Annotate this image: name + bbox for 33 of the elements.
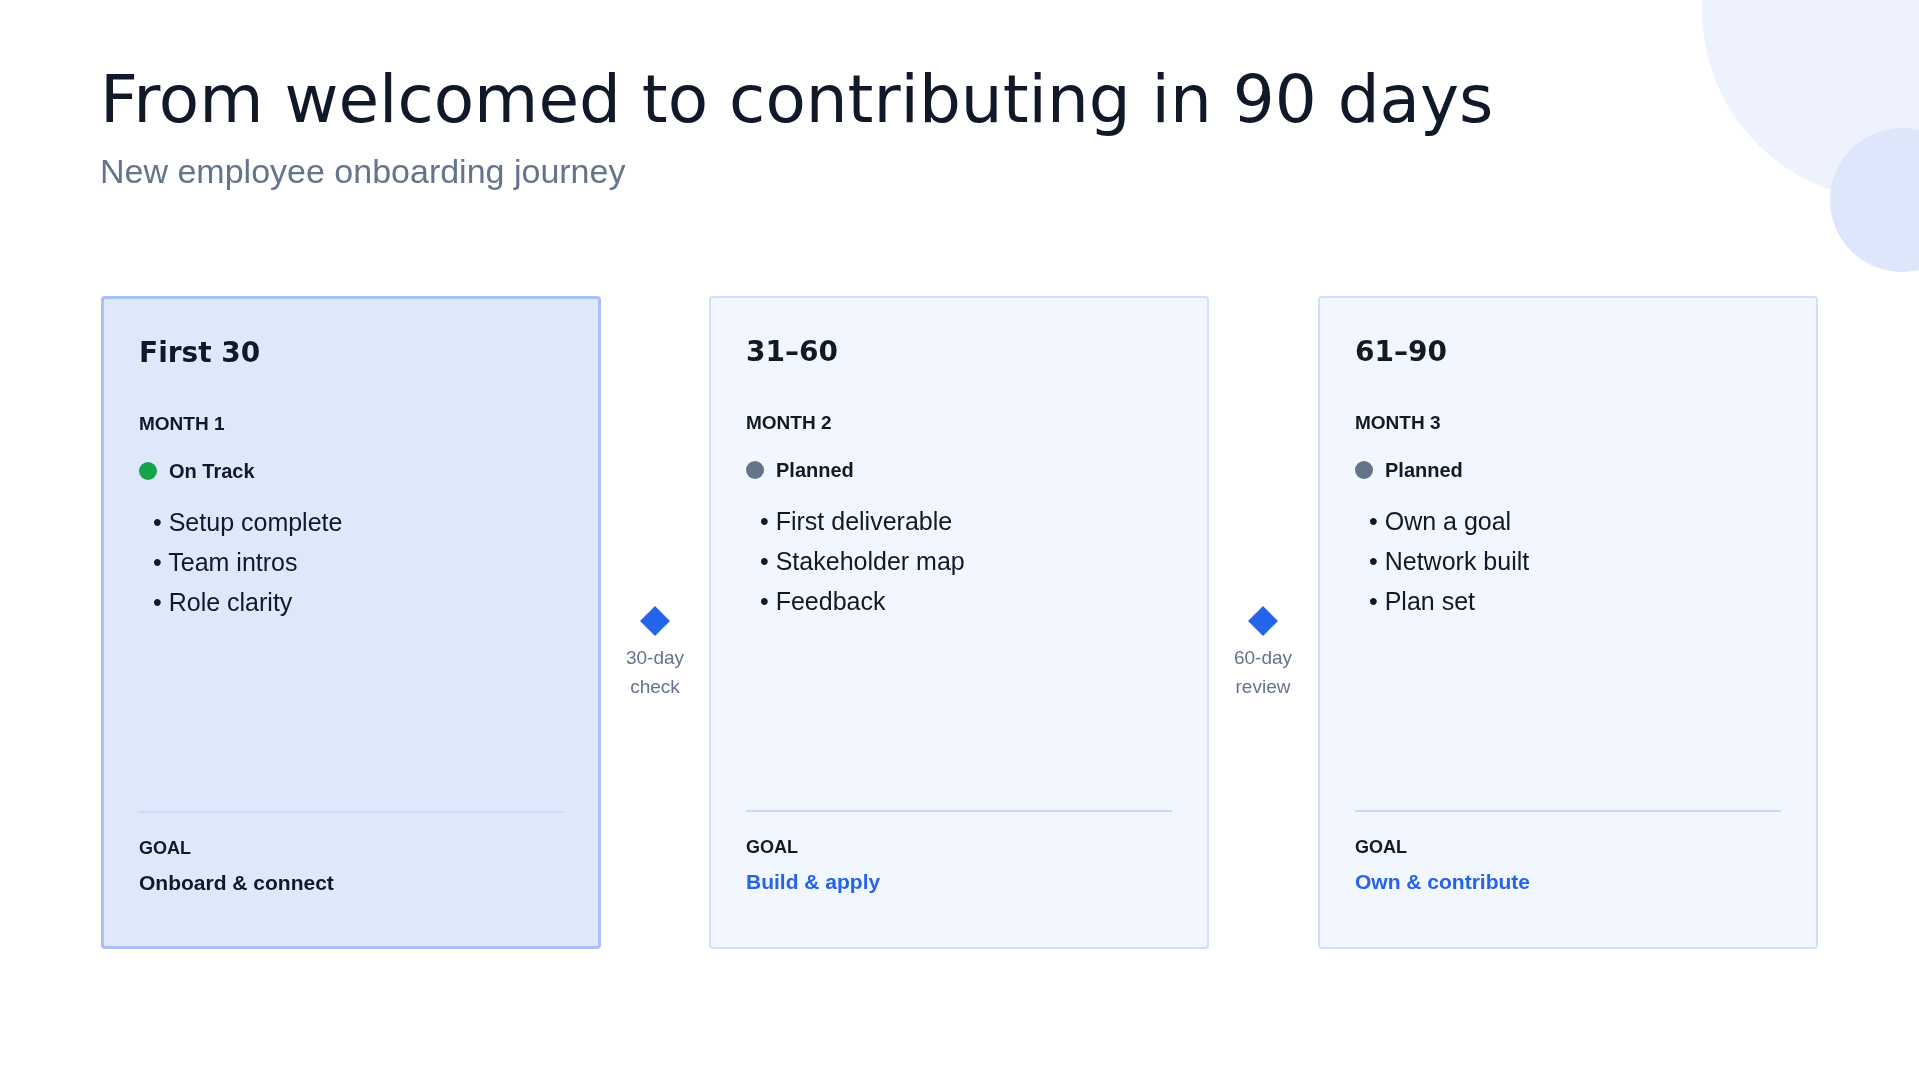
status-label: On Track <box>169 459 255 483</box>
list-item: • Network built <box>1369 546 1530 577</box>
phase-title: 61–90 <box>1355 335 1447 369</box>
list-item: • Role clarity <box>153 587 294 618</box>
list-item: • Team intros <box>153 547 299 578</box>
phase-title: First 30 <box>139 336 261 370</box>
status-label: Planned <box>776 458 854 482</box>
status-label: Planned <box>1385 458 1463 482</box>
title: From welcomed to contributing in 90 days <box>100 60 1494 140</box>
phase-card <box>101 296 601 949</box>
list-item: • Setup complete <box>153 507 343 538</box>
month-label: MONTH 2 <box>746 411 832 435</box>
milestone-label: 30-day check <box>624 646 686 699</box>
goal-label: GOAL <box>746 836 798 858</box>
list-item: • First deliverable <box>760 506 954 537</box>
goal-text: Onboard & connect <box>139 870 334 896</box>
month-label: MONTH 3 <box>1355 411 1441 435</box>
list-item: • Plan set <box>1369 586 1477 617</box>
list-item: • Own a goal <box>1369 506 1513 537</box>
phase-card <box>709 296 1209 949</box>
list-item: • Stakeholder map <box>760 546 965 577</box>
goal-label: GOAL <box>1355 836 1407 858</box>
month-label: MONTH 1 <box>139 412 225 436</box>
list-item: • Feedback <box>760 586 887 617</box>
milestone-label: 60-day review <box>1232 646 1294 699</box>
milestone-diamond <box>1248 606 1278 636</box>
goal-text: Own & contribute <box>1355 869 1530 895</box>
goal-text: Build & apply <box>746 869 881 895</box>
subtitle: New employee onboarding journey <box>100 151 626 191</box>
phase-card <box>1318 296 1818 949</box>
milestone-diamond <box>640 606 670 636</box>
phase-title: 31–60 <box>746 335 838 369</box>
goal-label: GOAL <box>139 837 191 859</box>
